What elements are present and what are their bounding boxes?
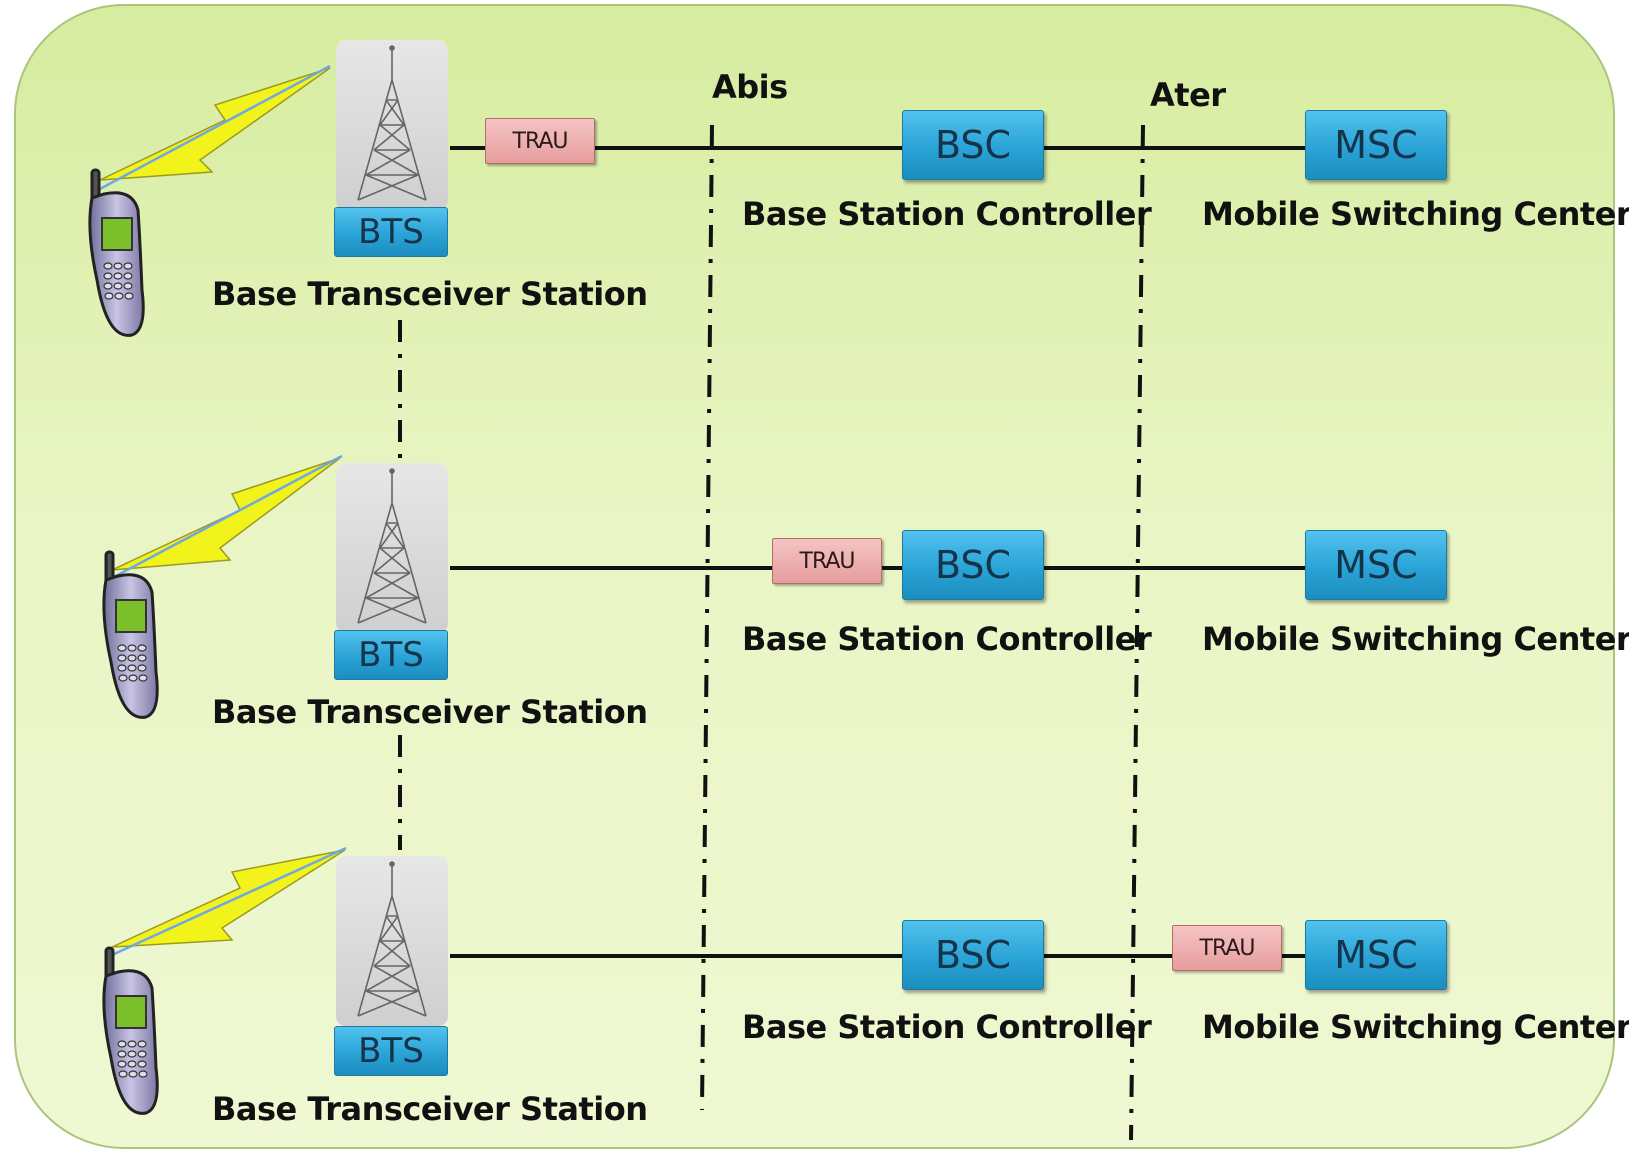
- msc-caption: Mobile Switching Center: [1202, 620, 1629, 658]
- bsc-caption: Base Station Controller: [742, 195, 1152, 233]
- bts-node: BTS: [334, 207, 448, 257]
- mobile-phone-icon: [88, 168, 159, 1115]
- ater-boundary: [1129, 124, 1145, 1141]
- trau-node: TRAU: [772, 538, 882, 584]
- msc-node: MSC: [1305, 110, 1447, 180]
- msc-node: MSC: [1305, 920, 1447, 990]
- radio-tower-icon: [336, 40, 448, 210]
- bts-node: BTS: [334, 630, 448, 680]
- bts-caption: Base Transceiver Station: [212, 275, 648, 313]
- abis-label: Abis: [712, 68, 788, 106]
- msc-node: MSC: [1305, 530, 1447, 600]
- abis-boundary: [700, 124, 714, 1111]
- bsc-node: BSC: [902, 110, 1044, 180]
- radio-tower-icon: [336, 463, 448, 633]
- bts-caption: Base Transceiver Station: [212, 693, 648, 731]
- bsc-caption: Base Station Controller: [742, 620, 1152, 658]
- bsc-caption: Base Station Controller: [742, 1008, 1152, 1046]
- trau-node: TRAU: [485, 118, 595, 164]
- radio-tower-icon: [336, 856, 448, 1026]
- bts-node: BTS: [334, 1026, 448, 1076]
- bsc-node: BSC: [902, 530, 1044, 600]
- msc-caption: Mobile Switching Center: [1202, 195, 1629, 233]
- trau-node: TRAU: [1172, 925, 1282, 971]
- lightning-bolt-icon: [99, 67, 346, 948]
- bts-caption: Base Transceiver Station: [212, 1090, 648, 1128]
- bsc-node: BSC: [902, 920, 1044, 990]
- msc-caption: Mobile Switching Center: [1202, 1008, 1629, 1046]
- ater-label: Ater: [1150, 76, 1226, 114]
